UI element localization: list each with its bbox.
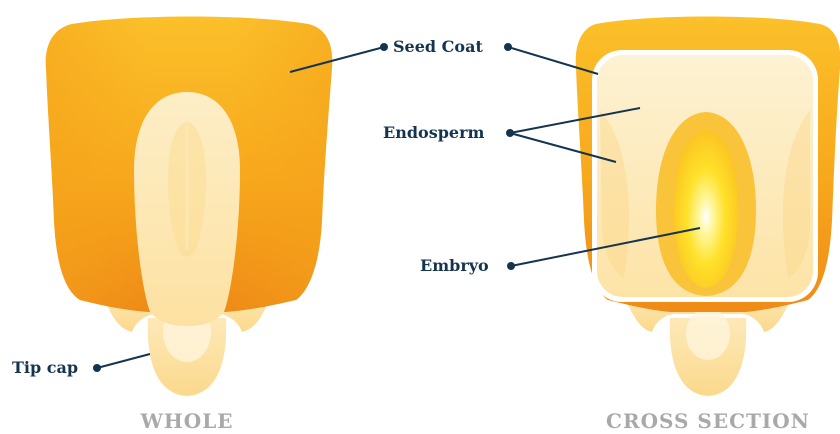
caption-whole: WHOLE <box>139 409 233 433</box>
endosperm-label: Endosperm <box>383 123 484 142</box>
embryo-dot <box>507 262 515 270</box>
seed-coat-dot-right <box>504 43 512 51</box>
whole-kernel-illustration <box>46 17 333 397</box>
endosperm-dot <box>506 129 514 137</box>
caption-cross-section: CROSS SECTION <box>606 409 810 433</box>
cross-embryo <box>674 130 738 288</box>
cross-section-illustration <box>576 17 840 397</box>
tip-cap-dot <box>93 364 101 372</box>
seed-coat-dot-left <box>380 43 388 51</box>
tip-cap-label: Tip cap <box>12 358 78 377</box>
seed-coat-label: Seed Coat <box>393 37 483 56</box>
tip-cap-leader <box>97 354 150 368</box>
embryo-label: Embryo <box>420 256 489 275</box>
